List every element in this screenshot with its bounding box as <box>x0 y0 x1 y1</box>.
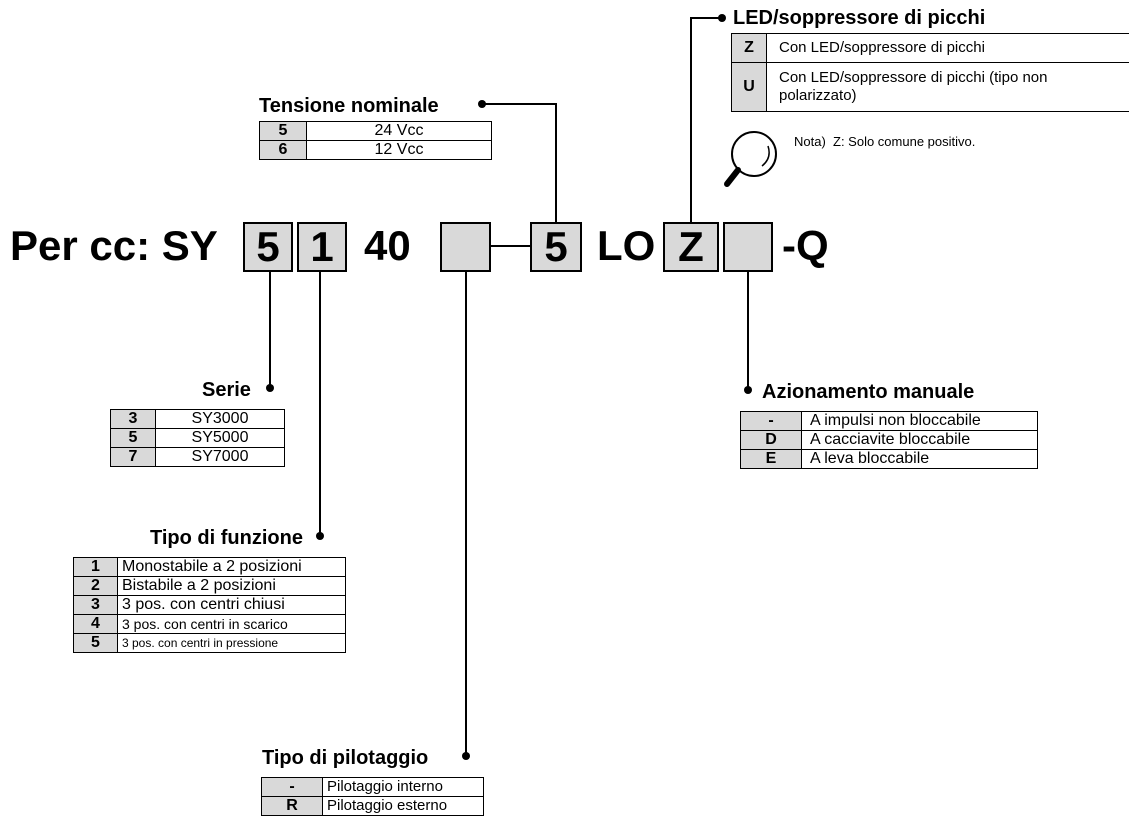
series-dot <box>266 384 274 392</box>
led-title: LED/soppressore di picchi <box>733 7 986 29</box>
pilot-title: Tipo di pilotaggio <box>262 747 429 769</box>
series-label: SY5000 <box>155 428 285 448</box>
led-note: Nota) Z: Solo comune positivo. <box>794 134 976 149</box>
manual-dot <box>744 386 752 394</box>
series-code: 3 <box>110 409 156 429</box>
led-label: Con LED/soppressore di picchi <box>766 33 1129 63</box>
function-code: 1 <box>73 557 118 577</box>
function-label: Bistabile a 2 posizioni <box>117 576 346 596</box>
magnifier-icon <box>724 131 777 187</box>
led-code: U <box>731 62 767 112</box>
voltage-label: 12 Vcc <box>306 140 492 160</box>
table-row: -Pilotaggio interno <box>261 777 484 797</box>
led-dot <box>718 14 726 22</box>
manual-label: A cacciavite bloccabile <box>801 430 1038 450</box>
pilot-dot <box>462 752 470 760</box>
manual-code: E <box>740 449 802 469</box>
series-code: 7 <box>110 447 156 467</box>
code-suffix: -Q <box>782 222 829 269</box>
manual-box <box>723 222 773 272</box>
manual-label: A leva bloccabile <box>801 449 1038 469</box>
voltage-code: 6 <box>259 140 307 160</box>
function-code: 3 <box>73 595 118 615</box>
led-code: Z <box>731 33 767 63</box>
table-row: -A impulsi non bloccabile <box>740 411 1038 431</box>
voltage-dot <box>478 100 486 108</box>
function-code: 2 <box>73 576 118 596</box>
series-label: SY7000 <box>155 447 285 467</box>
function-title: Tipo di funzione <box>150 527 303 549</box>
series-code: 5 <box>110 428 156 448</box>
function-code: 5 <box>73 633 118 653</box>
pilot-code: - <box>261 777 323 797</box>
led-table: Z Con LED/soppressore di picchi U Con LE… <box>731 33 1129 112</box>
voltage-label: 24 Vcc <box>306 121 492 141</box>
manual-code: D <box>740 430 802 450</box>
code-prefix: Per cc: SY <box>10 222 218 269</box>
table-row: Z Con LED/soppressore di picchi <box>731 33 1129 63</box>
voltage-table: 5 24 Vcc 6 12 Vcc <box>259 121 492 160</box>
voltage-box: 5 <box>530 222 582 272</box>
manual-label: A impulsi non bloccabile <box>801 411 1038 431</box>
function-label: Monostabile a 2 posizioni <box>117 557 346 577</box>
function-dot <box>316 532 324 540</box>
led-box: Z <box>663 222 719 272</box>
function-label: 3 pos. con centri in pressione <box>117 633 346 653</box>
function-box: 1 <box>297 222 347 272</box>
voltage-code: 5 <box>259 121 307 141</box>
code-fixed-40: 40 <box>364 222 411 269</box>
led-label: Con LED/soppressore di picchi (tipo non … <box>766 62 1129 112</box>
table-row: U Con LED/soppressore di picchi (tipo no… <box>731 62 1129 112</box>
table-row: 5 24 Vcc <box>259 121 492 141</box>
pilot-code: R <box>261 796 323 816</box>
pilot-label: Pilotaggio esterno <box>322 796 484 816</box>
pilot-label: Pilotaggio interno <box>322 777 484 797</box>
manual-title: Azionamento manuale <box>762 381 975 403</box>
manual-code: - <box>740 411 802 431</box>
voltage-title: Tensione nominale <box>259 95 439 117</box>
series-label: SY3000 <box>155 409 285 429</box>
function-code: 4 <box>73 614 118 634</box>
series-box: 5 <box>243 222 293 272</box>
pilot-box <box>440 222 491 272</box>
function-label: 3 pos. con centri in scarico <box>117 614 346 634</box>
series-title: Serie <box>202 379 251 401</box>
code-fixed-lo: LO <box>597 222 656 269</box>
function-label: 3 pos. con centri chiusi <box>117 595 346 615</box>
table-row: 6 12 Vcc <box>259 140 492 160</box>
